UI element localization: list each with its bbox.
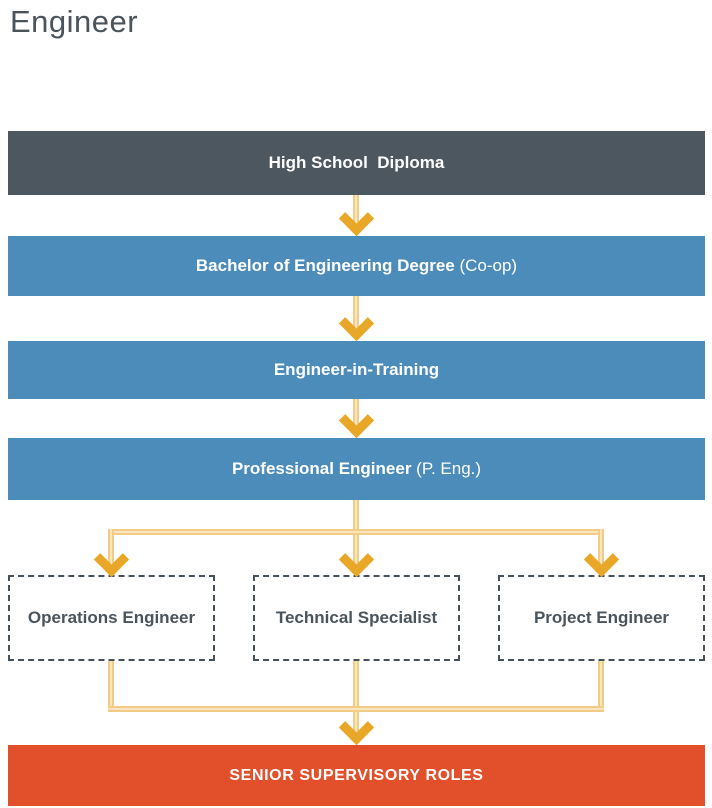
stage-label-suffix: (Co-op) — [454, 256, 518, 275]
merge-right-drop — [598, 661, 604, 712]
role-box-operations-engineer: Operations Engineer — [8, 575, 215, 661]
arrowhead-down-icon — [338, 305, 375, 342]
stage-label-suffix: (P. Eng.) — [411, 459, 482, 478]
arrowhead-down-icon — [338, 200, 375, 237]
stage-box-bachelor-degree: Bachelor of Engineering Degree (Co-op) — [8, 236, 705, 296]
branch-left-drop — [108, 529, 114, 564]
merge-center-drop — [353, 661, 359, 732]
arrowhead-down-icon — [338, 541, 375, 578]
role-label: Project Engineer — [533, 608, 670, 627]
page-title: Engineer — [10, 4, 139, 39]
role-box-technical-specialist: Technical Specialist — [253, 575, 460, 661]
arrowhead-down-icon — [583, 541, 620, 578]
arrowhead-down-icon — [338, 709, 375, 746]
branch-right-drop — [598, 529, 604, 564]
stage-label: Bachelor of Engineering Degree — [195, 256, 455, 275]
stage-box-high-school-diploma: High School Diploma — [8, 131, 705, 195]
stage-label: Engineer-in-Training — [273, 360, 440, 379]
merge-horizontal-bar — [108, 706, 604, 712]
stage-box-senior-supervisory-roles: SENIOR SUPERVISORY ROLES — [8, 745, 705, 806]
role-label: Operations Engineer — [27, 608, 196, 627]
stage-label: SENIOR SUPERVISORY ROLES — [229, 766, 484, 784]
stage-label: High School Diploma — [268, 153, 445, 172]
stage-label: Professional Engineer — [231, 459, 412, 478]
stage-box-engineer-in-training: Engineer-in-Training — [8, 341, 705, 399]
merge-left-drop — [108, 661, 114, 712]
connector-shaft-3 — [353, 399, 359, 425]
arrowhead-down-icon — [338, 402, 375, 439]
role-label: Technical Specialist — [275, 608, 438, 627]
branch-horizontal-bar — [108, 529, 604, 535]
connector-shaft-2 — [353, 296, 359, 328]
stage-box-professional-engineer: Professional Engineer (P. Eng.) — [8, 438, 705, 500]
arrowhead-down-icon — [93, 541, 130, 578]
connector-shaft-1 — [353, 195, 359, 223]
role-box-project-engineer: Project Engineer — [498, 575, 705, 661]
